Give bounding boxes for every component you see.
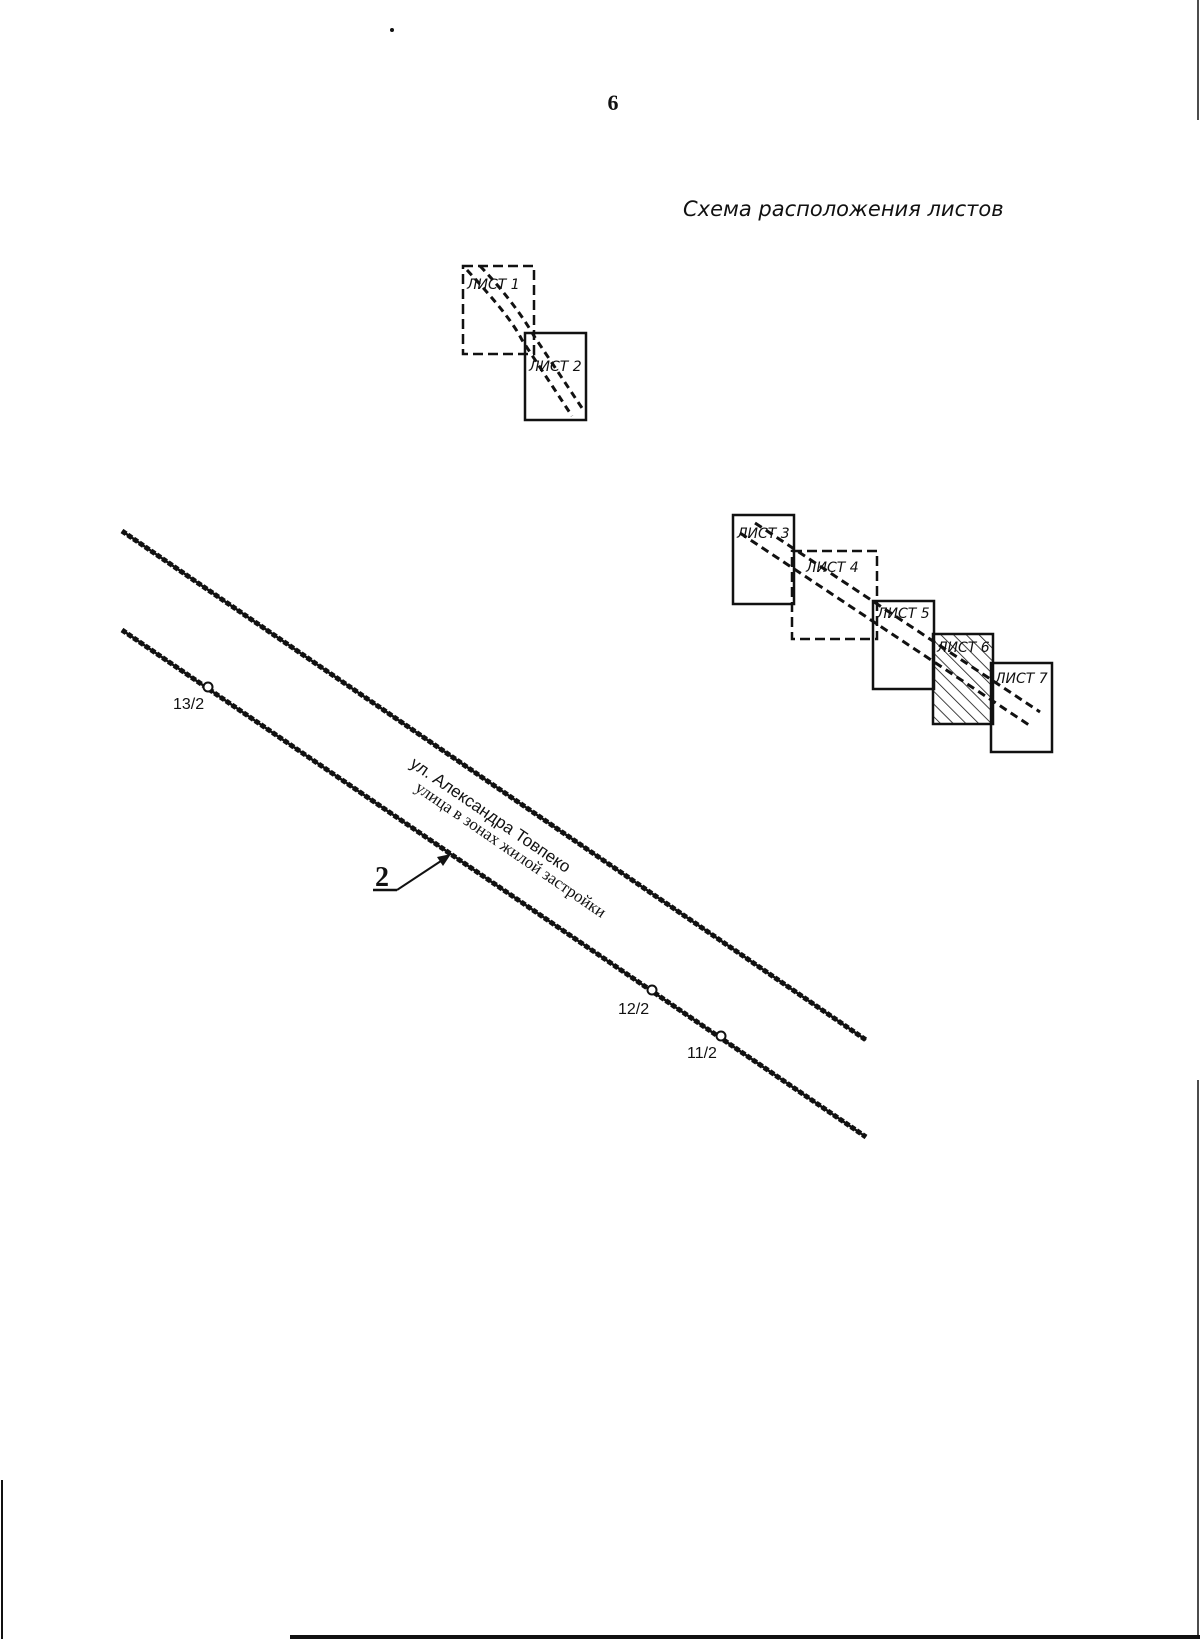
- sheet-7-label: ЛИСТ 7: [994, 671, 1048, 687]
- point-label-12-2: 12/2: [618, 1001, 649, 1018]
- boundary-point-12-2[interactable]: [646, 984, 658, 996]
- callout-number: 2: [375, 862, 389, 893]
- sheet-5-label: ЛИСТ 5: [876, 606, 930, 622]
- sheet-1-label: ЛИСТ 1: [466, 277, 520, 293]
- callout-leader: [396, 856, 448, 891]
- street-upper-boundary-core: [121, 529, 867, 1042]
- sheet-6-label: ЛИСТ 6: [936, 640, 990, 656]
- sheet-group-right: ЛИСТ 3 ЛИСТ 4 ЛИСТ 5 ЛИСТ 6 ЛИСТ 7: [731, 513, 1054, 754]
- boundary-point-13-2[interactable]: [202, 681, 214, 693]
- street-name-label: ул. Александра Товпеко: [407, 754, 575, 877]
- sheet-1-frame[interactable]: [461, 264, 536, 356]
- sheet-group-top: ЛИСТ 1 ЛИСТ 2: [461, 264, 588, 422]
- callout-arrowhead: [437, 854, 451, 866]
- sheet-3-frame[interactable]: [731, 513, 796, 606]
- scheme-title: Схема расположения листов: [683, 197, 1004, 221]
- street-strip-right-b: [754, 521, 1041, 714]
- sheet-7-frame[interactable]: [989, 661, 1054, 754]
- street-strip-top-b: [478, 264, 586, 412]
- scan-dot: [390, 28, 394, 32]
- point-label-11-2: 11/2: [687, 1045, 717, 1062]
- street-strip-top-a: [465, 268, 574, 417]
- page-number: 6: [608, 90, 619, 115]
- street-plan: 13/2 12/2 11/2 ул. Александра Товпеко ул…: [120, 528, 868, 1140]
- sheet-4-label: ЛИСТ 4: [805, 560, 859, 576]
- street-strip-right-a: [739, 531, 1033, 729]
- sheet-2-frame[interactable]: [523, 331, 588, 422]
- sheet-4-frame[interactable]: [790, 549, 879, 641]
- boundary-point-11-2[interactable]: [715, 1030, 727, 1042]
- point-label-13-2: 13/2: [173, 696, 204, 713]
- street-lower-boundary-core: [121, 628, 867, 1139]
